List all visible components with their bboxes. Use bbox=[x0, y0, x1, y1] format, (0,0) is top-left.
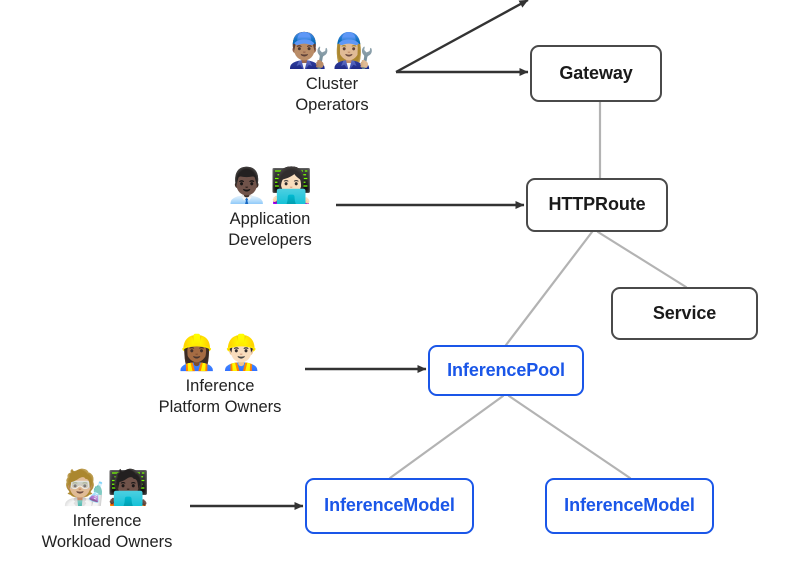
persona-inference-workload-owners-label: Inference Workload Owners bbox=[41, 512, 173, 552]
persona-application-developers-label: Application Developers bbox=[228, 210, 312, 250]
persona-inference-platform-owners-label: Inference Platform Owners bbox=[158, 377, 282, 417]
construction-worker-pair-icon: 👷🏾‍♀️👷🏻‍♂️ bbox=[175, 334, 265, 372]
node-inferencemodel-1[interactable]: InferenceModel bbox=[305, 478, 474, 534]
edge-httproute-inferencepool bbox=[504, 230, 594, 347]
persona-application-developers: 👨🏿‍💼👩🏻‍💻 Application Developers bbox=[155, 166, 385, 251]
office-worker-technologist-pair-icon: 👨🏿‍💼👩🏻‍💻 bbox=[225, 167, 315, 205]
persona-cluster-operators-label: Cluster Operators bbox=[295, 75, 369, 115]
scientist-technologist-pair-icon: 🧑🏼‍🔬🧑🏿‍💻 bbox=[62, 469, 152, 507]
edge-httproute-service bbox=[596, 230, 688, 289]
persona-cluster-operators: 👨🏽‍🔧👩🏼‍🔧 Cluster Operators bbox=[217, 31, 447, 116]
node-inferencemodel-2-label: InferenceModel bbox=[564, 495, 695, 516]
node-inferencepool[interactable]: InferencePool bbox=[428, 345, 584, 396]
node-inferencemodel-1-label: InferenceModel bbox=[324, 495, 455, 516]
persona-inference-workload-owners: 🧑🏼‍🔬🧑🏿‍💻 Inference Workload Owners bbox=[0, 468, 222, 553]
edge-inferencepool-inferencemodel1 bbox=[388, 394, 505, 480]
edge-inferencepool-inferencemodel2 bbox=[507, 394, 632, 480]
node-gateway-label: Gateway bbox=[559, 62, 633, 83]
node-httproute[interactable]: HTTPRoute bbox=[526, 178, 668, 232]
node-inferencepool-label: InferencePool bbox=[447, 359, 565, 380]
node-service-label: Service bbox=[652, 302, 717, 323]
node-gateway[interactable]: Gateway bbox=[530, 45, 662, 102]
node-service[interactable]: Service bbox=[611, 287, 758, 340]
node-inferencemodel-2[interactable]: InferenceModel bbox=[545, 478, 714, 534]
node-httproute-label: HTTPRoute bbox=[548, 194, 646, 215]
mechanic-pair-icon: 👨🏽‍🔧👩🏼‍🔧 bbox=[287, 32, 377, 70]
persona-inference-platform-owners: 👷🏾‍♀️👷🏻‍♂️ Inference Platform Owners bbox=[105, 333, 335, 418]
